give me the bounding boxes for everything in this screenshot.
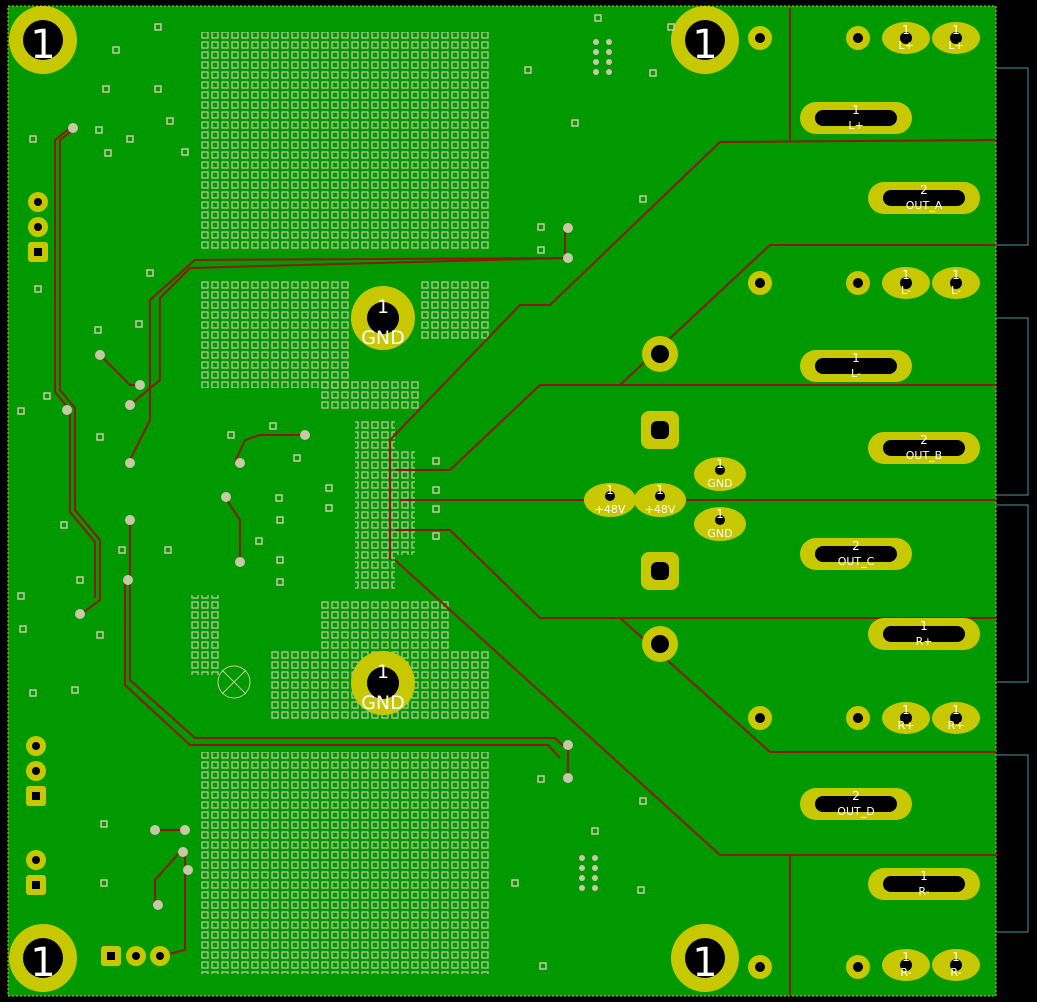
pad-48v-b[interactable]: 1 +48V (634, 483, 686, 517)
svg-text:1: 1 (852, 103, 860, 117)
board-outline-right (996, 67, 1029, 933)
terminal-l-minus[interactable]: 1 L- (800, 350, 912, 382)
svg-text:+48V: +48V (595, 503, 626, 516)
svg-text:1: 1 (952, 950, 960, 964)
pad-l-plus-b[interactable]: 1 L+ (932, 22, 980, 54)
pad-gnd-a[interactable]: 1 GND (694, 457, 746, 491)
svg-text:GND: GND (361, 692, 405, 714)
svg-text:2: 2 (920, 433, 928, 447)
svg-text:R-: R- (900, 966, 911, 979)
svg-text:GND: GND (707, 527, 732, 540)
svg-text:+48V: +48V (645, 503, 676, 516)
svg-text:2: 2 (920, 183, 928, 197)
svg-text:L+: L+ (898, 39, 913, 52)
svg-text:OUT_C: OUT_C (838, 555, 875, 568)
svg-text:R+: R+ (898, 719, 915, 732)
svg-text:1: 1 (902, 703, 910, 717)
svg-text:1: 1 (656, 483, 664, 497)
svg-text:1: 1 (606, 483, 614, 497)
mounting-hole-br: 1 (671, 924, 739, 992)
terminal-r-minus[interactable]: 1 R- (868, 868, 980, 900)
svg-text:R+: R+ (916, 635, 933, 648)
traces-red (54, 8, 997, 996)
svg-text:1: 1 (692, 940, 717, 986)
mounting-hole-tl: 1 (9, 6, 77, 74)
svg-text:1: 1 (377, 296, 389, 318)
svg-text:1: 1 (920, 619, 928, 633)
svg-text:GND: GND (707, 477, 732, 490)
terminal-out-d[interactable]: 2 OUT_D (800, 788, 912, 820)
svg-text:1: 1 (716, 457, 724, 471)
power-pads: 1 +48V 1 +48V 1 GND 1 GND (584, 457, 746, 541)
pad-l-plus-a[interactable]: 1 L+ (882, 22, 930, 54)
svg-text:R+: R+ (948, 719, 965, 732)
svg-text:2: 2 (852, 789, 860, 803)
svg-text:1: 1 (920, 869, 928, 883)
svg-text:R-: R- (918, 885, 929, 898)
via-arrays (190, 32, 490, 974)
svg-text:R-: R- (950, 966, 961, 979)
svg-text:1: 1 (30, 940, 55, 986)
svg-text:OUT_B: OUT_B (906, 449, 942, 462)
no-connect-icon (217, 665, 251, 699)
pad-r-plus-b[interactable]: 1 R+ (932, 702, 980, 734)
pad-48v-a[interactable]: 1 +48V (584, 483, 636, 517)
trace-vias (62, 39, 612, 910)
svg-text:1: 1 (952, 703, 960, 717)
svg-text:1: 1 (902, 23, 910, 37)
via-icon (17, 14, 675, 970)
svg-text:L-: L- (851, 367, 861, 380)
svg-text:2: 2 (852, 539, 860, 553)
pad-l-minus-a[interactable]: 1 L- (882, 267, 930, 299)
mounting-hole-bl: 1 (9, 924, 77, 992)
terminal-out-a[interactable]: 2 OUT_A (868, 182, 980, 214)
mounting-hole-tr: 1 (671, 6, 739, 74)
terminal-l-plus[interactable]: 1 L+ (800, 102, 912, 134)
pad-gnd-b[interactable]: 1 GND (694, 507, 746, 541)
svg-text:GND: GND (361, 327, 405, 349)
svg-text:L+: L+ (948, 39, 963, 52)
terminal-r-plus[interactable]: 1 R+ (868, 618, 980, 650)
left-connectors (26, 192, 170, 966)
round-pads (641, 26, 870, 979)
svg-text:1: 1 (377, 661, 389, 683)
terminal-pads: 1 L+ 2 OUT_A 1 L- 2 OUT_B 2 OUT_C (800, 102, 980, 900)
terminal-out-b[interactable]: 2 OUT_B (868, 432, 980, 464)
svg-text:1: 1 (902, 950, 910, 964)
svg-text:OUT_A: OUT_A (906, 199, 943, 212)
svg-text:1: 1 (716, 507, 724, 521)
gnd-pad-top[interactable]: 1 GND (351, 286, 415, 350)
svg-text:1: 1 (952, 23, 960, 37)
pad-r-minus-b[interactable]: 1 R- (932, 949, 980, 981)
svg-text:L-: L- (951, 284, 961, 297)
terminal-out-c[interactable]: 2 OUT_C (800, 538, 912, 570)
small-pads: 1 L+ 1 L+ 1 L- 1 L- 1 R+ 1 R+ (882, 22, 980, 981)
svg-text:L+: L+ (848, 119, 863, 132)
gnd-pad-bottom[interactable]: 1 GND (351, 651, 415, 715)
svg-text:1: 1 (852, 351, 860, 365)
svg-text:1: 1 (692, 22, 717, 68)
svg-text:1: 1 (952, 268, 960, 282)
svg-text:L-: L- (901, 284, 911, 297)
pad-l-minus-b[interactable]: 1 L- (932, 267, 980, 299)
pad-r-plus-a[interactable]: 1 R+ (882, 702, 930, 734)
svg-text:1: 1 (902, 268, 910, 282)
svg-text:1: 1 (30, 22, 55, 68)
mounting-hole-icon: 1 1 1 1 (9, 6, 739, 992)
pad-r-minus-a[interactable]: 1 R- (882, 949, 930, 981)
svg-text:OUT_D: OUT_D (837, 805, 874, 818)
